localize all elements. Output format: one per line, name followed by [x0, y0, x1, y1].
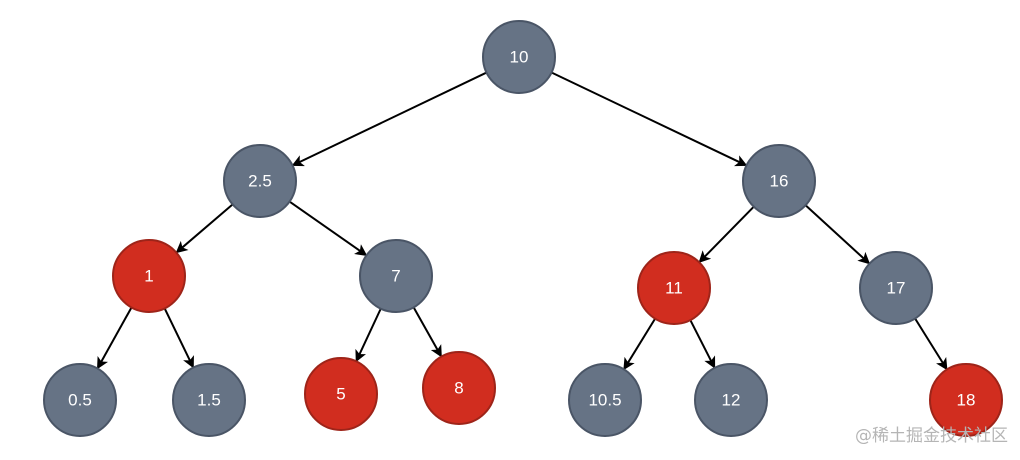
- edge-n2_5-to-n1: [175, 203, 234, 254]
- edge-n1-to-n1_5: [163, 307, 194, 369]
- node-label: 8: [454, 379, 463, 398]
- tree-node-n11: 11: [637, 251, 711, 325]
- edge-n16-to-n17: [804, 204, 871, 265]
- red-node-circle: [637, 251, 711, 325]
- black-node-circle: [694, 363, 768, 437]
- black-node-circle: [172, 363, 246, 437]
- node-label: 2.5: [248, 172, 272, 191]
- black-node-circle: [359, 239, 433, 313]
- edge-n7-to-n8: [412, 306, 442, 358]
- black-node-circle: [43, 363, 117, 437]
- node-label: 0.5: [68, 391, 92, 410]
- edge-n2_5-to-n7: [288, 200, 368, 256]
- node-label: 7: [391, 267, 400, 286]
- node-label: 10: [510, 48, 529, 67]
- black-node-circle: [568, 363, 642, 437]
- tree-node-n12: 12: [694, 363, 768, 437]
- red-node-circle: [929, 363, 1003, 437]
- node-label: 11: [665, 279, 683, 298]
- edge-n17-to-n18: [914, 317, 948, 371]
- tree-node-n5: 5: [304, 357, 378, 431]
- black-node-circle: [742, 144, 816, 218]
- edge-n1-to-n0_5: [97, 306, 133, 370]
- node-label: 10.5: [588, 391, 621, 410]
- edge-n10-to-n16: [551, 71, 748, 167]
- edge-n10-to-n2_5: [291, 71, 487, 167]
- black-node-circle: [223, 144, 297, 218]
- edge-n11-to-n12: [689, 319, 716, 369]
- edge-n7-to-n5: [355, 308, 382, 363]
- tree-node-n2_5: 2.5: [223, 144, 297, 218]
- node-label: 1.5: [197, 391, 221, 410]
- red-node-circle: [422, 351, 496, 425]
- tree-node-n0_5: 0.5: [43, 363, 117, 437]
- tree-node-n10_5: 10.5: [568, 363, 642, 437]
- edges-layer: [97, 71, 948, 371]
- edge-n16-to-n11: [698, 205, 755, 264]
- tree-node-n1: 1: [112, 239, 186, 313]
- tree-node-n17: 17: [859, 251, 933, 325]
- tree-node-n8: 8: [422, 351, 496, 425]
- tree-node-n10: 10: [482, 20, 556, 94]
- node-label: 1: [144, 267, 153, 286]
- red-node-circle: [112, 239, 186, 313]
- black-node-circle: [859, 251, 933, 325]
- node-label: 12: [722, 391, 741, 410]
- tree-node-n16: 16: [742, 144, 816, 218]
- edge-n11-to-n10_5: [623, 318, 656, 371]
- node-label: 18: [957, 391, 976, 410]
- tree-node-n1_5: 1.5: [172, 363, 246, 437]
- node-label: 16: [770, 172, 789, 191]
- tree-node-n7: 7: [359, 239, 433, 313]
- tree-node-n18: 18: [929, 363, 1003, 437]
- node-label: 17: [887, 279, 906, 298]
- watermark-text: @稀土掘金技术社区: [855, 426, 1008, 446]
- node-label: 5: [336, 385, 345, 404]
- black-node-circle: [482, 20, 556, 94]
- red-node-circle: [304, 357, 378, 431]
